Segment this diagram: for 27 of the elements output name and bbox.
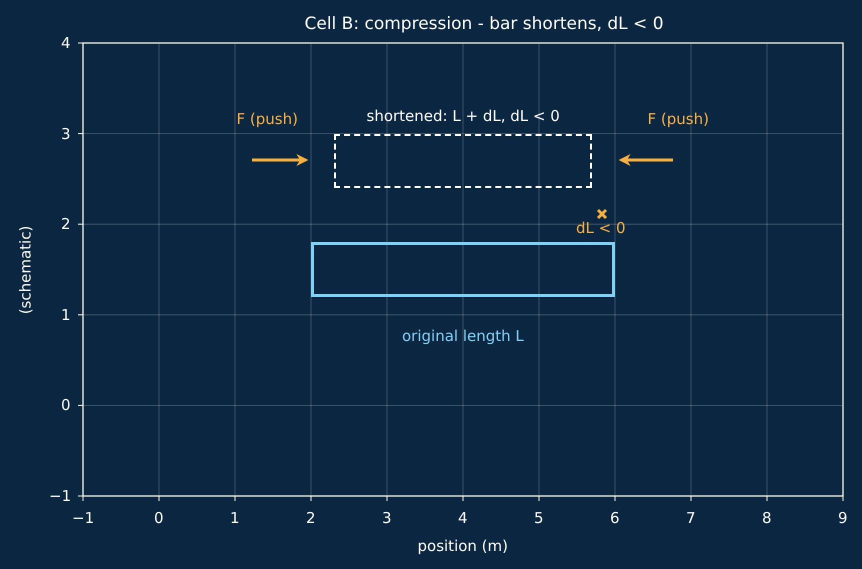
tick-label: 3: [382, 509, 392, 527]
tick-label: 6: [610, 509, 620, 527]
dashed-bar-outline: [334, 134, 592, 188]
tick-label: 4: [61, 34, 71, 52]
tick-label: 4: [458, 509, 468, 527]
tick-label: −1: [49, 487, 72, 505]
dimension-label: dL < 0: [576, 219, 626, 237]
tick-label: 0: [154, 509, 164, 527]
tick-label: 8: [762, 509, 772, 527]
tick-label: 1: [230, 509, 240, 527]
tick-label: 2: [61, 215, 71, 234]
force-label: F (push): [236, 110, 298, 128]
bar-label: original length L: [402, 326, 524, 345]
tick-label: 5: [534, 509, 544, 527]
tick-label: 9: [838, 509, 848, 527]
tick-label: −1: [72, 509, 94, 527]
tick-label: 1: [61, 306, 71, 324]
axis-title: position (m): [418, 537, 508, 555]
tick-label: 2: [306, 509, 316, 527]
axis-title: (schematic): [16, 226, 34, 314]
tick-label: 3: [61, 124, 71, 143]
tick-label: 7: [686, 509, 696, 527]
tick-label: 0: [61, 396, 71, 414]
chart-title: Cell B: compression - bar shortens, dL < 0: [304, 15, 664, 33]
bar-outline: [311, 242, 615, 297]
force-label: F (push): [648, 110, 709, 128]
bar-label: shortened: L + dL, dL < 0: [366, 106, 560, 125]
